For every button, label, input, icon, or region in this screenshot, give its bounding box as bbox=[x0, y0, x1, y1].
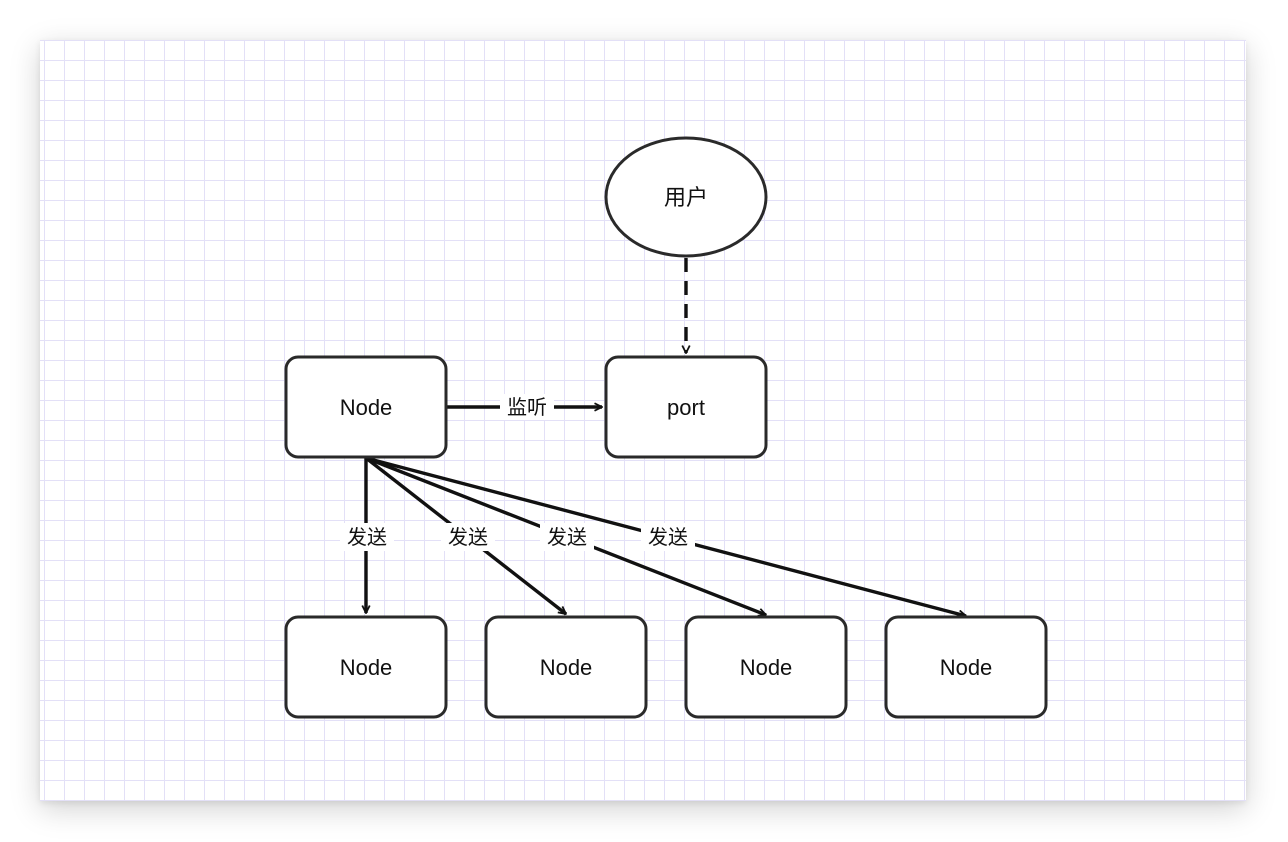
svg-text:Node: Node bbox=[940, 655, 993, 680]
svg-text:发送: 发送 bbox=[648, 525, 688, 549]
edge-label-listen: 监听 bbox=[500, 394, 554, 420]
svg-text:发送: 发送 bbox=[448, 525, 488, 549]
node-source[interactable]: Node bbox=[284, 355, 448, 459]
svg-text:发送: 发送 bbox=[347, 525, 387, 549]
svg-text:发送: 发送 bbox=[547, 525, 587, 549]
node-target-1[interactable]: Node bbox=[284, 615, 448, 719]
edge-label-send-3: 发送 bbox=[540, 523, 594, 551]
svg-text:用户: 用户 bbox=[664, 185, 708, 210]
svg-text:Node: Node bbox=[540, 655, 593, 680]
edge-label-send-4: 发送 bbox=[641, 523, 695, 551]
svg-text:Node: Node bbox=[340, 655, 393, 680]
node-target-3[interactable]: Node bbox=[684, 615, 848, 719]
svg-text:Node: Node bbox=[740, 655, 793, 680]
node-target-4[interactable]: Node bbox=[884, 615, 1048, 719]
edge-label-send-2: 发送 bbox=[441, 523, 495, 551]
node-user[interactable]: 用户 bbox=[604, 136, 768, 258]
node-port[interactable]: port bbox=[604, 355, 768, 459]
svg-text:Node: Node bbox=[340, 395, 393, 420]
svg-text:port: port bbox=[667, 395, 705, 420]
edge-label-send-1: 发送 bbox=[340, 523, 394, 551]
node-target-2[interactable]: Node bbox=[484, 615, 648, 719]
svg-text:监听: 监听 bbox=[507, 395, 547, 419]
